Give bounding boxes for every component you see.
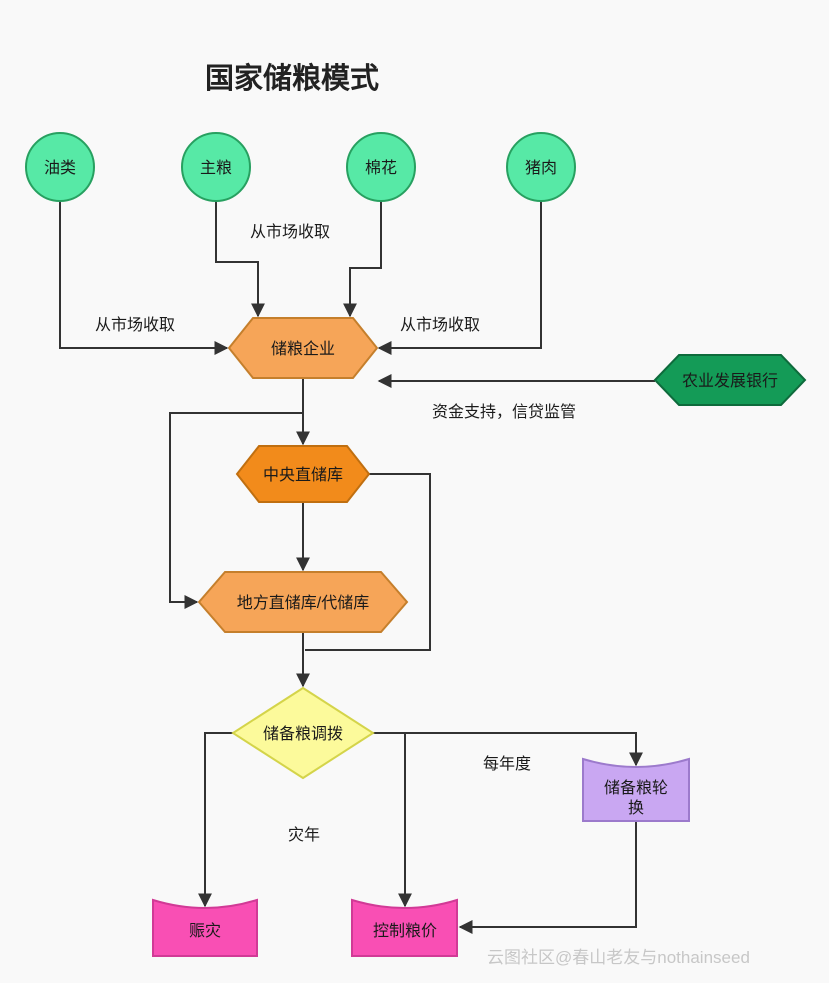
node-relief: 赈灾 — [152, 898, 258, 957]
edge-rotation-to-price — [458, 821, 637, 934]
node-price: 控制粮价 — [351, 898, 458, 957]
node-grain-shape — [181, 132, 251, 202]
watermark: 云图社区@春山老友与nothainseed — [487, 948, 750, 967]
node-local-shape — [197, 571, 409, 633]
node-rotation: 储备粮轮 换 — [582, 757, 690, 822]
edges — [59, 201, 655, 934]
node-pork-shape — [506, 132, 576, 202]
node-relief-label: 赈灾 — [189, 922, 221, 940]
node-enterprise: 储粮企业 — [227, 317, 379, 379]
node-rotation-shape — [582, 757, 690, 822]
node-decision-shape — [231, 686, 375, 780]
node-grain: 主粮 — [181, 132, 251, 202]
node-local: 地方直储库/代储库 — [197, 571, 409, 633]
edge-label-disaster: 灾年 — [288, 826, 320, 844]
node-grain-label: 主粮 — [200, 159, 232, 177]
node-local-label: 地方直储库/代储库 — [237, 594, 369, 612]
node-oil-shape — [25, 132, 95, 202]
edge-pork-to-enterprise — [377, 201, 542, 355]
node-oil-label: 油类 — [44, 159, 76, 177]
node-pork-label: 猪肉 — [525, 159, 557, 177]
edge-enterprise-to-local-bypass — [169, 412, 303, 609]
node-cotton-shape — [346, 132, 416, 202]
node-oil: 油类 — [25, 132, 95, 202]
node-bank: 农业发展银行 — [653, 354, 807, 406]
edge-decision-to-rotation — [373, 732, 643, 767]
edge-cotton-to-enterprise — [343, 201, 382, 318]
node-price-label: 控制粮价 — [373, 922, 437, 940]
edge-oil-to-enterprise — [59, 201, 229, 355]
node-rotation-label-line2: 换 — [628, 799, 644, 817]
edge-grain-to-enterprise — [215, 201, 265, 318]
edge-decision-to-relief — [198, 732, 233, 908]
node-cotton: 棉花 — [346, 132, 416, 202]
edge-central-right-bypass — [305, 473, 431, 651]
diagram-title: 国家储粮模式 — [205, 61, 379, 95]
node-price-shape — [351, 898, 458, 957]
node-enterprise-shape — [227, 317, 379, 379]
node-cotton-label: 棉花 — [365, 159, 397, 177]
edge-label-collect-left: 从市场收取 — [95, 316, 175, 334]
node-central: 中央直储库 — [235, 445, 371, 503]
edge-label-collect-top: 从市场收取 — [250, 223, 330, 241]
node-decision-label: 储备粮调拨 — [263, 725, 343, 743]
node-relief-shape — [152, 898, 258, 957]
node-decision: 储备粮调拨 — [231, 686, 375, 780]
node-rotation-label-line1: 储备粮轮 — [604, 779, 668, 797]
node-pork: 猪肉 — [506, 132, 576, 202]
edge-label-collect-right: 从市场收取 — [400, 316, 480, 334]
node-central-shape — [235, 445, 371, 503]
edge-label-funding: 资金支持，信贷监管 — [432, 403, 576, 421]
node-central-label: 中央直储库 — [263, 466, 343, 484]
node-bank-label: 农业发展银行 — [682, 372, 778, 390]
node-bank-shape — [653, 354, 807, 406]
edge-label-annual: 每年度 — [483, 755, 531, 773]
node-enterprise-label: 储粮企业 — [271, 340, 335, 358]
